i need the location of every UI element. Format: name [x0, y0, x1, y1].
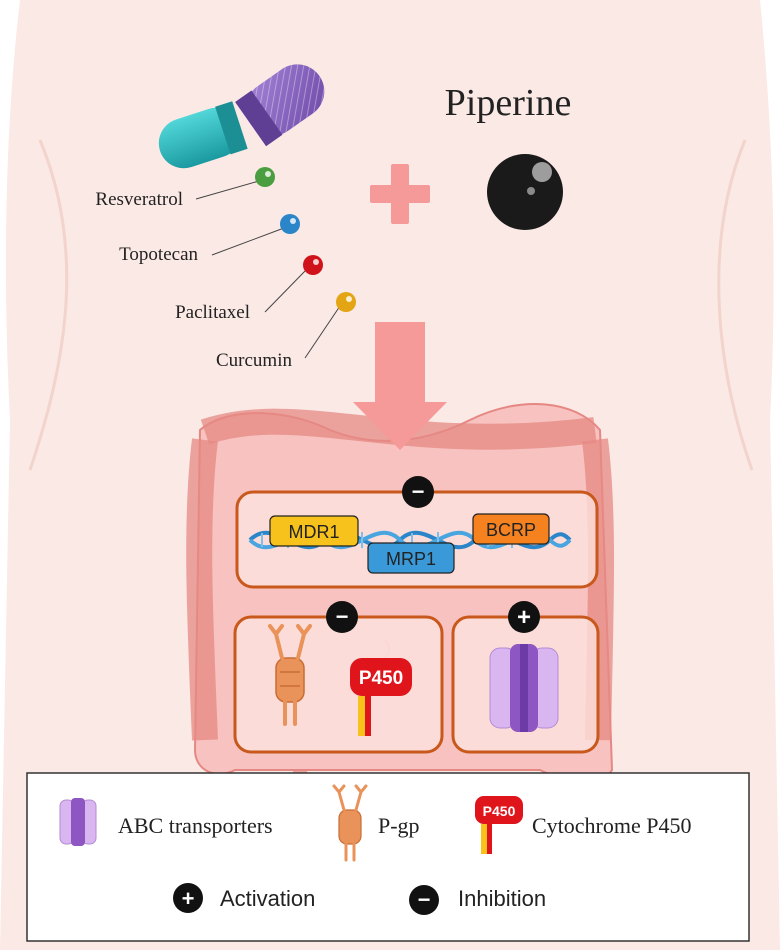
legend-pgp-icon [332, 784, 368, 862]
svg-text:−: − [412, 479, 425, 504]
drug-label: Resveratrol [95, 189, 183, 210]
svg-text:MRP1: MRP1 [386, 549, 436, 569]
drug-dot-highlight [290, 218, 296, 224]
drug-dot-highlight [313, 259, 319, 265]
svg-text:P450: P450 [359, 668, 403, 689]
drug-dot-icon [255, 167, 275, 187]
legend-abc-label: ABC transporters [118, 813, 273, 838]
bcrp-label-box: BCRP [472, 513, 550, 545]
pgp-inhibition-badge: − [326, 601, 358, 633]
legend-pgp-label: P-gp [378, 813, 420, 838]
legend-cyp-label: Cytochrome P450 [532, 813, 692, 838]
svg-text:BCRP: BCRP [486, 520, 536, 540]
plus-symbol [370, 164, 430, 224]
drug-dot-icon [336, 292, 356, 312]
drug-dot-highlight [346, 296, 352, 302]
drug-label: Paclitaxel [175, 302, 250, 323]
drug-item: Paclitaxel [175, 255, 323, 323]
legend-p450-icon: P450 [475, 796, 523, 854]
svg-text:P450: P450 [483, 803, 516, 819]
drug-dot-icon [280, 214, 300, 234]
svg-text:−: − [336, 604, 349, 629]
capsule-icon [158, 64, 325, 169]
drug-pointer-line [195, 180, 260, 200]
pgp-icon [268, 624, 312, 726]
svg-text:−: − [418, 887, 431, 912]
drug-label: Topotecan [119, 244, 198, 265]
legend-activation-icon: + [173, 883, 203, 913]
piperine-sphere-icon [487, 154, 563, 230]
abc-activation-badge: + [508, 601, 540, 633]
svg-text:+: + [182, 886, 195, 911]
svg-text:MDR1: MDR1 [288, 522, 339, 542]
drug-item: Resveratrol [95, 167, 275, 210]
drug-label: Curcumin [216, 350, 292, 371]
inhibition-badge: − [402, 476, 434, 508]
drug-pointer-line [304, 305, 341, 359]
mdr1-label-box: MDR1 [269, 515, 359, 547]
legend-box [26, 772, 750, 942]
drug-dot-highlight [265, 171, 271, 177]
legend-inhibition-label: Inhibition [458, 886, 546, 911]
drug-item: Topotecan [119, 214, 300, 265]
legend-inhibition-icon: − [409, 885, 439, 915]
legend-abc-transporter-icon [59, 798, 97, 846]
drug-pointer-line [264, 268, 308, 313]
legend-activation-label: Activation [220, 886, 315, 911]
drug-item: Curcumin [216, 292, 356, 371]
down-arrow [353, 322, 447, 450]
svg-text:+: + [517, 604, 531, 631]
p450-icon: P450 [350, 658, 412, 736]
piperine-title: Piperine [445, 82, 572, 124]
drug-pointer-line [211, 227, 285, 256]
drug-dot-icon [303, 255, 323, 275]
abc-transporter-icon [489, 644, 559, 732]
torso-shading [28, 139, 754, 471]
mrp1-label-box: MRP1 [367, 542, 455, 574]
